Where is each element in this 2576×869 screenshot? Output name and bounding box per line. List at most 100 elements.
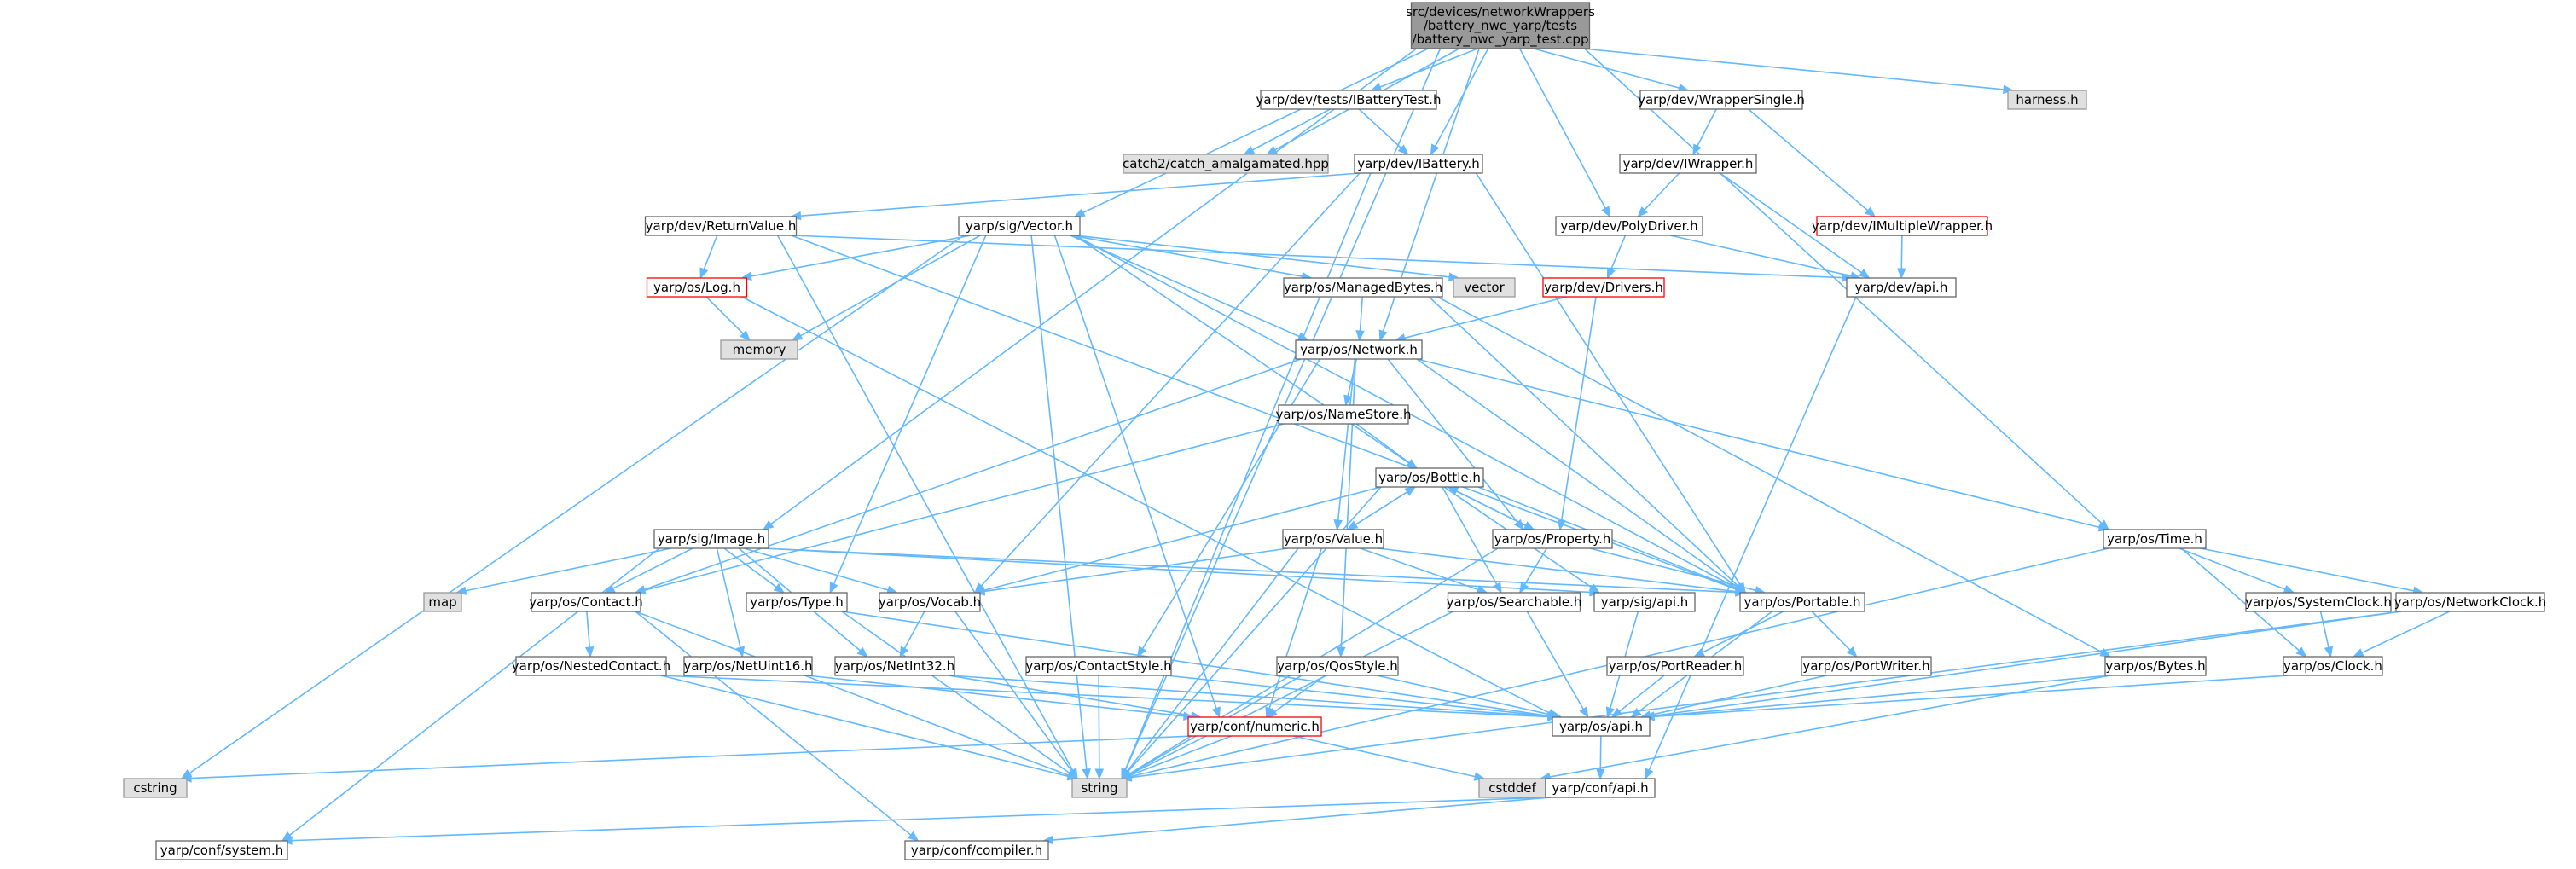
edge-networkclock-to-clock	[2361, 611, 2451, 654]
node-osapi[interactable]: yarp/os/api.h	[1552, 716, 1651, 737]
arrowhead-contact-to-compiler	[908, 831, 920, 842]
arrowhead-root-to-ibatterytest	[1370, 82, 1383, 91]
node-clock[interactable]: yarp/os/Clock.h	[2283, 656, 2383, 676]
node-type[interactable]: yarp/os/Type.h	[746, 592, 848, 612]
node-iwrapper[interactable]: yarp/dev/IWrapper.h	[1619, 154, 1757, 174]
node-label-portable: yarp/os/Portable.h	[1744, 594, 1861, 610]
node-ibatterytest[interactable]: yarp/dev/tests/IBatteryTest.h	[1256, 90, 1442, 110]
edge-portable-to-portwriter	[1811, 611, 1851, 651]
node-memory[interactable]: memory	[720, 339, 798, 360]
node-box-cstring	[123, 778, 188, 798]
node-devapi[interactable]: yarp/dev/api.h	[1846, 277, 1957, 298]
edge-type-to-osapi	[841, 611, 1549, 717]
nodes-layer: src/devices/networkWrappers/battery_nwc_…	[123, 2, 2547, 860]
arrowhead-ibatterytest-to-catch2	[1243, 146, 1256, 155]
arrowhead-image-to-type	[773, 582, 786, 594]
node-label-string: string	[1081, 780, 1117, 796]
edge-ibatterytest-to-ibattery	[1358, 108, 1402, 149]
node-box-qosstyle	[1276, 656, 1399, 676]
node-value[interactable]: yarp/os/Value.h	[1282, 529, 1384, 549]
node-numeric[interactable]: yarp/conf/numeric.h	[1187, 716, 1322, 737]
node-image[interactable]: yarp/sig/Image.h	[653, 529, 769, 549]
node-root[interactable]: src/devices/networkWrappers/battery_nwc_…	[1406, 2, 1595, 49]
node-nestedcontact[interactable]: yarp/os/NestedContact.h	[512, 656, 670, 676]
node-portreader[interactable]: yarp/os/PortReader.h	[1606, 656, 1744, 676]
node-netuint16[interactable]: yarp/os/NetUint16.h	[683, 656, 813, 676]
arrowhead-devapi-to-confapi	[1645, 768, 1654, 780]
node-property[interactable]: yarp/os/Property.h	[1492, 529, 1613, 549]
node-box-iwrapper	[1619, 154, 1757, 174]
node-qosstyle[interactable]: yarp/os/QosStyle.h	[1276, 656, 1399, 676]
edge-clock-to-osapi	[1653, 675, 2289, 718]
arrowhead-wrappersingle-to-imultiplewrapper	[1865, 206, 1877, 217]
node-harness[interactable]: harness.h	[2007, 90, 2087, 110]
edge-image-to-sigapi	[763, 547, 1591, 594]
node-compiler[interactable]: yarp/conf/compiler.h	[904, 840, 1049, 860]
node-std_vector[interactable]: vector	[1453, 277, 1516, 298]
arrowhead-portable-to-portwriter	[1846, 646, 1858, 658]
node-portable[interactable]: yarp/os/Portable.h	[1739, 592, 1865, 612]
node-vocab[interactable]: yarp/os/Vocab.h	[879, 592, 981, 612]
node-string[interactable]: string	[1071, 778, 1128, 798]
node-map[interactable]: map	[423, 592, 462, 612]
node-managedbytes[interactable]: yarp/os/ManagedBytes.h	[1283, 277, 1443, 298]
node-box-systemclock	[2245, 592, 2392, 612]
edge-image-to-vocab	[744, 547, 889, 591]
node-wrappersingle[interactable]: yarp/dev/WrapperSingle.h	[1638, 90, 1805, 110]
arrowhead-iwrapper-to-polydriver	[1637, 206, 1649, 217]
arrowhead-time-to-clock	[2295, 646, 2307, 658]
node-netint32[interactable]: yarp/os/NetInt32.h	[834, 656, 955, 676]
arrowhead-root-to-polydriver	[1601, 206, 1610, 218]
node-drivers[interactable]: yarp/dev/Drivers.h	[1542, 277, 1665, 298]
edge-value-to-vocab	[983, 547, 1289, 593]
edge-property-to-searchable	[1523, 547, 1547, 586]
edge-searchable-to-string	[1129, 611, 1453, 775]
node-label-imultiplewrapper: yarp/dev/IMultipleWrapper.h	[1812, 218, 1993, 234]
node-cstring[interactable]: cstring	[123, 778, 188, 798]
edge-portwriter-to-osapi	[1650, 675, 1827, 716]
node-searchable[interactable]: yarp/os/Searchable.h	[1447, 592, 1582, 612]
edge-bottle-to-searchable	[1442, 486, 1498, 585]
edge-portreader-to-osapi	[1619, 675, 1665, 712]
node-box-vocab	[879, 592, 981, 612]
node-box-confapi	[1545, 778, 1656, 798]
node-cstddef[interactable]: cstddef	[1478, 778, 1546, 798]
node-ibattery[interactable]: yarp/dev/IBattery.h	[1354, 154, 1483, 174]
node-system[interactable]: yarp/conf/system.h	[155, 840, 288, 860]
node-time[interactable]: yarp/os/Time.h	[2103, 529, 2207, 549]
node-label-memory: memory	[733, 342, 786, 357]
node-imultiplewrapper[interactable]: yarp/dev/IMultipleWrapper.h	[1812, 216, 1993, 236]
arrowhead-contactstyle-to-string	[1094, 768, 1105, 780]
arrowhead-root-to-ibattery	[1430, 143, 1440, 156]
node-network[interactable]: yarp/os/Network.h	[1295, 339, 1423, 360]
arrowhead-searchable-to-osapi	[1579, 706, 1589, 719]
node-label-networkclock: yarp/os/NetworkClock.h	[2394, 594, 2547, 610]
arrowhead-vector-to-network	[1297, 332, 1309, 341]
edge-qosstyle-to-osapi	[1377, 675, 1553, 716]
node-catch2[interactable]: catch2/catch_amalgamated.hpp	[1123, 154, 1329, 174]
edge-devapi-to-confapi	[1648, 296, 1857, 771]
node-portwriter[interactable]: yarp/os/PortWriter.h	[1801, 656, 1932, 676]
arrowhead-portreader-to-osapi	[1611, 707, 1623, 718]
arrowhead-vector-to-string	[1082, 768, 1091, 780]
arrowhead-vocab-to-netint32	[899, 646, 909, 658]
node-vector[interactable]: yarp/sig/Vector.h	[958, 216, 1081, 236]
node-systemclock[interactable]: yarp/os/SystemClock.h	[2245, 592, 2392, 612]
node-log[interactable]: yarp/os/Log.h	[646, 277, 748, 298]
node-sigapi[interactable]: yarp/sig/api.h	[1593, 592, 1696, 612]
node-contact[interactable]: yarp/os/Contact.h	[529, 592, 643, 612]
arrowhead-qosstyle-to-numeric	[1266, 708, 1278, 718]
node-box-type	[746, 592, 848, 612]
node-contactstyle[interactable]: yarp/os/ContactStyle.h	[1025, 656, 1172, 676]
node-bytes[interactable]: yarp/os/Bytes.h	[2104, 656, 2207, 676]
node-namestore[interactable]: yarp/os/NameStore.h	[1275, 404, 1412, 425]
node-bottle[interactable]: yarp/os/Bottle.h	[1375, 467, 1484, 488]
edge-qosstyle-to-numeric	[1274, 675, 1326, 713]
edge-value-to-string	[1127, 547, 1299, 772]
node-confapi[interactable]: yarp/conf/api.h	[1545, 778, 1656, 798]
edge-contactstyle-to-osapi	[1165, 675, 1549, 717]
node-label-type: yarp/os/Type.h	[750, 594, 844, 610]
node-polydriver[interactable]: yarp/dev/PolyDriver.h	[1555, 216, 1703, 236]
node-returnvalue[interactable]: yarp/dev/ReturnValue.h	[644, 216, 798, 236]
node-networkclock[interactable]: yarp/os/NetworkClock.h	[2394, 592, 2547, 612]
